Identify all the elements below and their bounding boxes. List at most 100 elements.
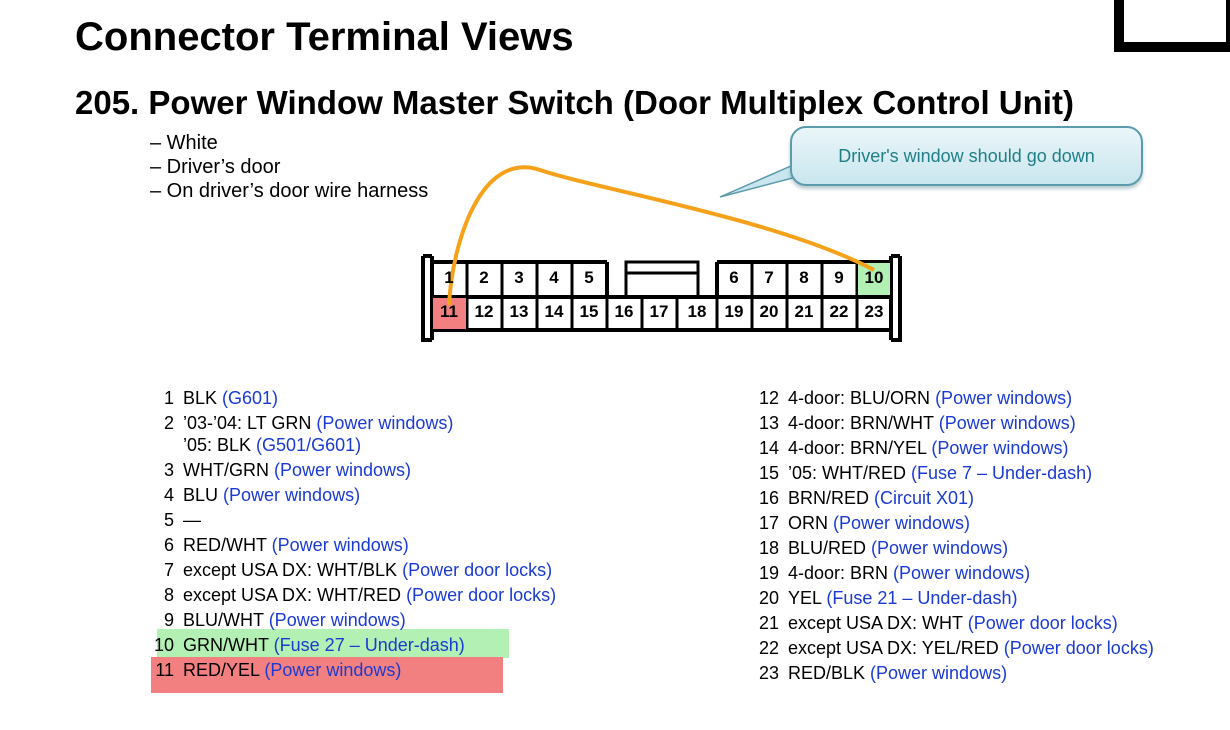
pin-number: 17 — [758, 513, 779, 533]
pin-label-13: 13 — [509, 302, 529, 321]
pin-label-8: 8 — [799, 268, 809, 287]
pin-number: 16 — [758, 488, 779, 508]
wire-color: RED/YEL — [183, 660, 265, 680]
pin-number: 13 — [758, 413, 779, 433]
pin-label-16: 16 — [614, 302, 634, 321]
circuit-link[interactable]: (Power windows) — [935, 388, 1073, 408]
corner-mark — [1114, 0, 1230, 52]
circuit-link[interactable]: (Power windows) — [273, 460, 412, 480]
pin-number: 19 — [758, 563, 779, 583]
list-item: 1 BLK (G601) — [150, 386, 556, 411]
detail-harness: – On driver’s door wire harness — [150, 180, 429, 202]
pin-number: 6 — [163, 535, 174, 555]
circuit-link[interactable]: (Power windows) — [893, 563, 1031, 583]
pin-label-7: 7 — [764, 268, 774, 287]
callout-note: Driver's window should go down — [790, 126, 1143, 186]
pin-number: 10 — [153, 635, 174, 655]
list-item: 19 4-door: BRN (Power windows) — [755, 561, 1154, 586]
circuit-link[interactable]: (G501/G601) — [256, 435, 362, 455]
list-item: 3 WHT/GRN (Power windows) — [150, 458, 556, 483]
wire-color: BLU/WHT — [183, 610, 269, 630]
circuit-link[interactable]: (Fuse 7 – Under-dash) — [911, 463, 1093, 483]
list-item: 10 GRN/WHT (Fuse 27 – Under-dash) — [150, 633, 556, 658]
pin-number: 23 — [758, 663, 779, 683]
pin-number: 3 — [163, 460, 174, 480]
circuit-link[interactable]: (Fuse 21 – Under-dash) — [826, 588, 1018, 608]
section-title: 205. Power Window Master Switch (Door Mu… — [75, 84, 1074, 121]
wire-color: 4-door: BRN — [788, 563, 894, 583]
pin-number: 11 — [155, 660, 174, 680]
pin-label-20: 20 — [759, 302, 779, 321]
page-title: Connector Terminal Views — [75, 15, 574, 59]
circuit-link[interactable]: (Power windows) — [268, 610, 406, 630]
pin-label-21: 21 — [794, 302, 814, 321]
circuit-link[interactable]: (Power windows) — [223, 485, 361, 505]
wire-color: 4-door: BRN/WHT — [788, 413, 939, 433]
circuit-link[interactable]: (Power windows) — [316, 413, 454, 433]
pin-label-19: 19 — [724, 302, 744, 321]
pin-label-2: 2 — [479, 268, 489, 287]
pin-number: 21 — [758, 613, 779, 633]
list-item: 13 4-door: BRN/WHT (Power windows) — [755, 411, 1154, 436]
list-item: 11 RED/YEL (Power windows) — [150, 658, 556, 683]
list-item: 9 BLU/WHT (Power windows) — [150, 608, 556, 633]
circuit-link[interactable]: (Power door locks) — [402, 560, 553, 580]
detail-location: – Driver’s door — [150, 156, 281, 178]
circuit-link[interactable]: (G601) — [222, 388, 279, 408]
circuit-link[interactable]: (Power windows) — [870, 663, 1008, 683]
pin-label-22: 22 — [829, 302, 849, 321]
circuit-link[interactable]: (Power windows) — [931, 438, 1069, 458]
pin-number: 14 — [758, 438, 779, 458]
circuit-link[interactable]: (Power door locks) — [1003, 638, 1154, 658]
pin-label-12: 12 — [474, 302, 494, 321]
circuit-link[interactable]: (Power windows) — [264, 660, 402, 680]
wire-color: WHT/GRN — [183, 460, 274, 480]
circuit-link[interactable]: (Power windows) — [938, 413, 1076, 433]
pin-number: 12 — [758, 388, 779, 408]
wire-color: ’05: WHT/RED — [788, 463, 912, 483]
pin-10-row-highlight — [157, 629, 509, 658]
pin-number: 9 — [163, 610, 174, 630]
pin-number: 22 — [758, 638, 779, 658]
pin-number: 1 — [163, 388, 174, 408]
wire-color: RED/WHT — [183, 535, 272, 555]
circuit-link[interactable]: (Circuit X01) — [874, 488, 975, 508]
pin-label-1: 1 — [444, 268, 454, 287]
wire-color: BLU/RED — [788, 538, 872, 558]
wire-color: ’03-’04: LT GRN — [183, 413, 317, 433]
pin-label-14: 14 — [544, 302, 564, 321]
circuit-link[interactable]: (Power windows) — [871, 538, 1009, 558]
pin-label-17: 17 — [649, 302, 669, 321]
detail-color: – White — [150, 132, 218, 154]
wire-color: except USA DX: WHT/BLK — [183, 560, 403, 580]
pin-number: 4 — [163, 485, 174, 505]
pin-label-11: 11 — [440, 302, 458, 321]
pin-label-10: 10 — [864, 268, 884, 287]
circuit-link[interactable]: (Power door locks) — [406, 585, 557, 605]
circuit-link[interactable]: (Power windows) — [833, 513, 971, 533]
circuit-link[interactable]: (Power windows) — [271, 535, 409, 555]
pin-label-18: 18 — [687, 302, 707, 321]
list-item: 6 RED/WHT (Power windows) — [150, 533, 556, 558]
circuit-link[interactable]: (Fuse 27 – Under-dash) — [273, 635, 465, 655]
pin-number: 5 — [163, 510, 174, 530]
list-item: 17 ORN (Power windows) — [755, 511, 1154, 536]
pin-label-3: 3 — [514, 268, 524, 287]
pin-11-row-highlight — [151, 657, 503, 693]
wire-color: BLK — [183, 388, 223, 408]
wire-color: — — [183, 510, 201, 530]
wire-color: GRN/WHT — [183, 635, 274, 655]
wire-color: ORN — [788, 513, 833, 533]
circuit-link[interactable]: (Power door locks) — [967, 613, 1118, 633]
pin-number: 2 — [163, 413, 174, 433]
